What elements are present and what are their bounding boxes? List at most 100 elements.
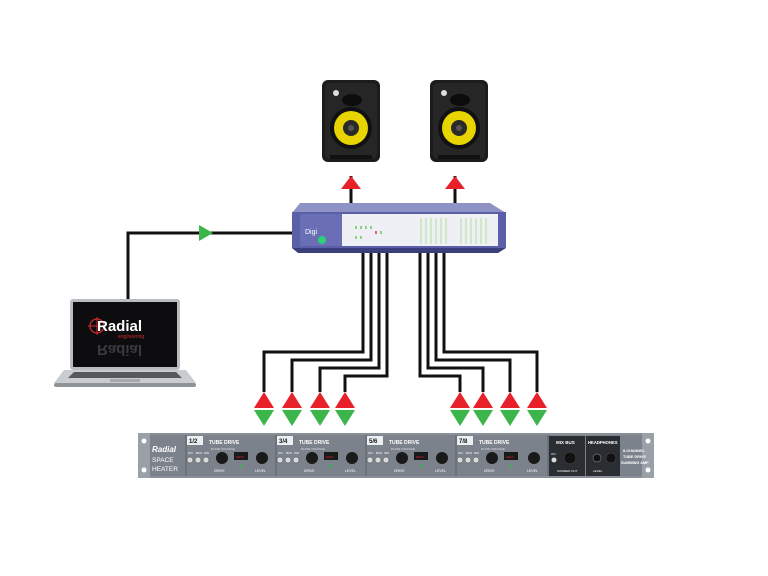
wire-bundle-left-2 <box>290 250 373 392</box>
switch-on[interactable] <box>366 456 374 464</box>
interface-brand: Digi <box>305 229 318 236</box>
rack-brand-2: SPACE <box>152 457 174 464</box>
channel-sub: PLATE VOLTAGE <box>391 447 415 451</box>
arrow-down-green-ch7 <box>500 410 520 426</box>
wire-bundle-left-4 <box>343 250 389 392</box>
switch-label-ins: INS <box>384 451 389 455</box>
heat-led-icon <box>239 464 243 468</box>
interface-meters <box>355 218 487 244</box>
arrow-down-green-ch4 <box>335 410 355 426</box>
level-label: LEVEL <box>527 469 538 473</box>
arrow-right-green-laptop <box>199 225 213 241</box>
arrow-up-red-ch6 <box>473 392 493 408</box>
laptop-logo-reflection: Radial <box>97 341 142 358</box>
arrow-down-green-ch3 <box>310 410 330 426</box>
wire-laptop-to-interface <box>126 231 292 300</box>
drive-label: DRIVE <box>304 469 315 473</box>
channel-id: 5/6 <box>369 439 378 445</box>
mix-bus-title: MIX BUS <box>556 440 575 445</box>
switch-label-on: ON <box>278 451 283 455</box>
headphones-title: HEADPHONES <box>588 440 618 445</box>
interface-power-icon <box>318 236 326 244</box>
description-line-1: 8-CHANNEL <box>623 449 646 453</box>
switch-bus[interactable] <box>374 456 382 464</box>
arrow-down-green-ch8 <box>527 410 547 426</box>
switch-ins[interactable] <box>382 456 390 464</box>
arrow-up-red-ch1 <box>254 392 274 408</box>
rack-brand-1: Radial <box>152 445 177 454</box>
wire-bundle-right-3 <box>434 250 512 392</box>
switch-on[interactable] <box>276 456 284 464</box>
drive-label: DRIVE <box>214 469 225 473</box>
arrow-down-green-ch2 <box>282 410 302 426</box>
heat-label: HEAT <box>326 455 334 459</box>
switch-bus[interactable] <box>194 456 202 464</box>
channel-sub: PLATE VOLTAGE <box>481 447 505 451</box>
space-heater-rack: Radial SPACE HEATER 1/2 TUBE DRIVE PLATE… <box>138 433 654 478</box>
arrow-up-red-ch5 <box>450 392 470 408</box>
wire-bundle-right-2 <box>426 250 485 392</box>
arrow-down-green-ch5 <box>450 410 470 426</box>
level-label: LEVEL <box>345 469 356 473</box>
channel-title: TUBE DRIVE <box>479 440 510 446</box>
drive-knob[interactable] <box>306 452 318 464</box>
rack-brand-3: HEATER <box>152 466 178 473</box>
wire-bundle-left-3 <box>318 250 381 392</box>
drive-label: DRIVE <box>394 469 405 473</box>
drive-knob[interactable] <box>486 452 498 464</box>
mix-bus-sub: SUMMED OUT <box>557 469 578 473</box>
right-speaker <box>430 80 488 162</box>
switch-ins[interactable] <box>472 456 480 464</box>
mix-bus-switch[interactable] <box>551 457 557 463</box>
headphone-jack-icon <box>592 453 602 463</box>
rack-description: 8-CHANNEL TUBE DRIVE SUMMING AMP <box>621 449 649 465</box>
channel-title: TUBE DRIVE <box>209 440 240 446</box>
laptop: Radial engineering Radial <box>54 299 196 387</box>
description-line-3: SUMMING AMP <box>621 461 649 465</box>
channel-sub: PLATE VOLTAGE <box>211 447 235 451</box>
mix-bus-knob[interactable] <box>563 451 577 465</box>
switch-ins[interactable] <box>292 456 300 464</box>
level-knob[interactable] <box>346 452 358 464</box>
channel-title: TUBE DRIVE <box>299 440 330 446</box>
channel-sub: PLATE VOLTAGE <box>301 447 325 451</box>
switch-ins[interactable] <box>202 456 210 464</box>
drive-knob[interactable] <box>396 452 408 464</box>
arrow-up-red-right-speaker <box>445 176 465 189</box>
arrow-down-green-ch1 <box>254 410 274 426</box>
arrow-up-red-ch7 <box>500 392 520 408</box>
level-knob[interactable] <box>256 452 268 464</box>
channel-id: 3/4 <box>279 439 288 445</box>
drive-knob[interactable] <box>216 452 228 464</box>
channel-arrows <box>254 392 547 426</box>
channel-id: 1/2 <box>189 439 198 445</box>
wire-bundle-right-1 <box>418 250 462 392</box>
arrow-up-red-left-speaker <box>341 176 361 189</box>
heat-label: HEAT <box>236 455 244 459</box>
level-knob[interactable] <box>436 452 448 464</box>
level-knob[interactable] <box>528 452 540 464</box>
arrow-up-red-ch4 <box>335 392 355 408</box>
level-label: LEVEL <box>255 469 266 473</box>
heat-led-icon <box>419 464 423 468</box>
headphones-section: HEADPHONES LEVEL <box>586 436 620 476</box>
channel-title: TUBE DRIVE <box>389 440 420 446</box>
headphones-level: LEVEL <box>593 469 603 473</box>
switch-label-on: ON <box>188 451 193 455</box>
switch-on[interactable] <box>186 456 194 464</box>
switch-on[interactable] <box>456 456 464 464</box>
arrow-up-red-ch2 <box>282 392 302 408</box>
level-label: LEVEL <box>435 469 446 473</box>
audio-interface: Digi <box>292 203 506 253</box>
headphone-level-knob[interactable] <box>605 452 617 464</box>
drive-label: DRIVE <box>484 469 495 473</box>
switch-bus[interactable] <box>464 456 472 464</box>
heat-led-icon <box>329 464 333 468</box>
switch-bus[interactable] <box>284 456 292 464</box>
switch-label-bus: BUS <box>286 451 292 455</box>
channel-id: 7/8 <box>459 439 468 445</box>
switch-label-bus: BUS <box>466 451 472 455</box>
channel-7-8: 7/8 TUBE DRIVE PLATE VOLTAGE ON BUS INS … <box>456 436 540 473</box>
arrow-up-red-ch8 <box>527 392 547 408</box>
arrow-down-green-ch6 <box>473 410 493 426</box>
